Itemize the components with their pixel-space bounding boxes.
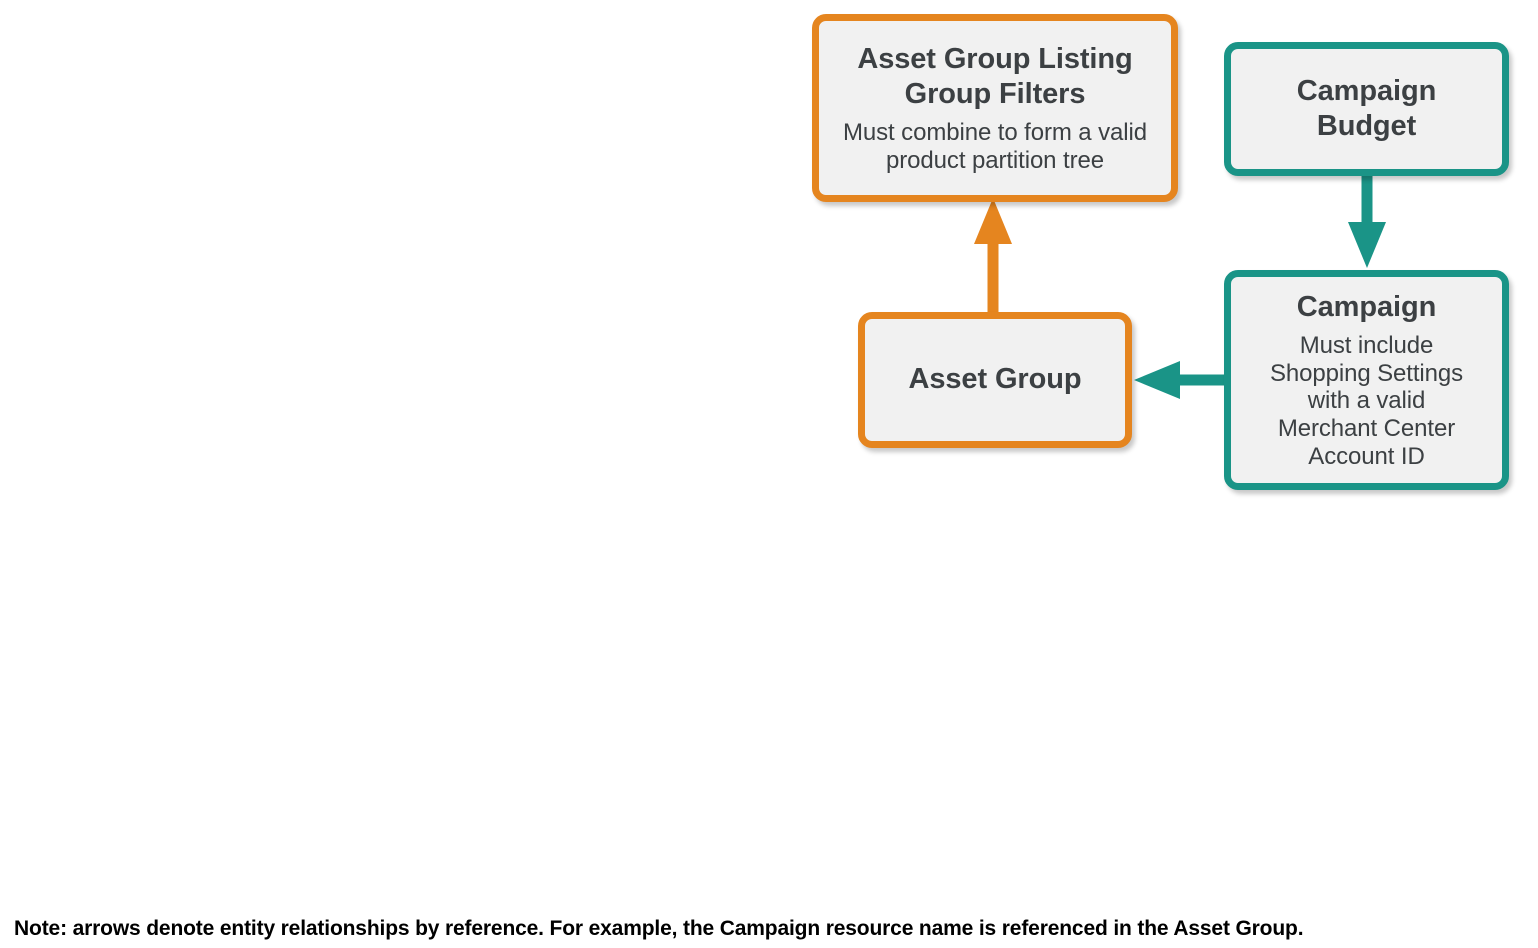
arrowhead-up-orange [974,198,1012,244]
node-asset-group-listing-group-filters[interactable]: Asset Group Listing Group Filters Must c… [812,14,1178,202]
node-title-asset-group: Asset Group [908,363,1082,396]
edge-campaign-to-asset-group [1134,361,1228,399]
arrowhead-left-teal [1134,361,1180,399]
node-campaign[interactable]: Campaign Must include Shopping Settings … [1224,270,1509,490]
node-title-campaign-budget: Campaign Budget [1296,74,1437,142]
edge-asset-group-to-listing-group-filters [974,198,1012,320]
node-campaign-budget[interactable]: Campaign Budget [1224,42,1509,176]
node-asset-group[interactable]: Asset Group [858,312,1132,448]
diagram-note: Note: arrows denote entity relationships… [14,917,1304,940]
arrowhead-down-teal [1348,222,1386,268]
node-title-campaign: Campaign [1296,290,1437,323]
node-title-asset-group-listing-group-filters: Asset Group Listing Group Filters [857,42,1133,110]
edge-campaign-budget-to-campaign [1348,172,1386,268]
node-subtitle-campaign: Must include Shopping Settings with a va… [1269,332,1464,470]
node-subtitle-asset-group-listing-group-filters: Must combine to form a valid product par… [843,119,1147,174]
